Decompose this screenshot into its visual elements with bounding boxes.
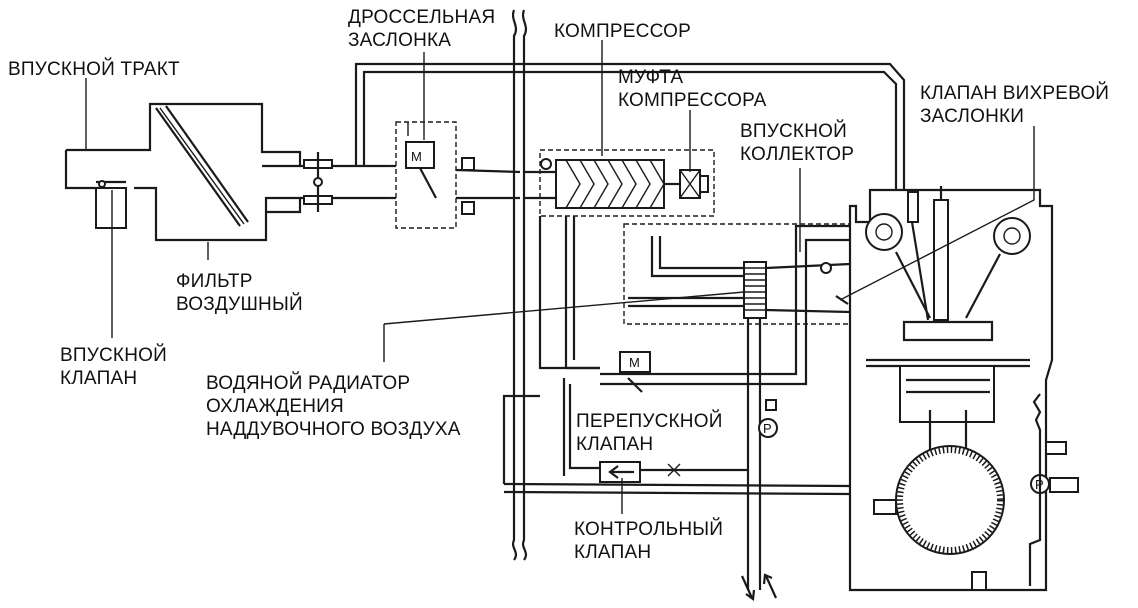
valves-and-injector (895, 186, 1001, 342)
coolant-flow-arrows (740, 573, 778, 601)
air-filter-element (155, 105, 249, 227)
engine-block (848, 188, 1054, 592)
svg-text:P: P (763, 421, 772, 436)
label-bypass-valve: ПЕРЕПУСКНОЙ КЛАПАН (576, 411, 723, 455)
top-bypass-pipe (354, 62, 906, 190)
label-intake-manifold: ВПУСКНОЙ КОЛЛЕКТОР (740, 121, 855, 165)
pressure-sensor-1: P (758, 399, 778, 438)
intake-cam (865, 213, 903, 251)
bypass-motor-symbol: M (629, 355, 640, 370)
intake-tract-housing (64, 102, 302, 242)
label-check-valve: КОНТРОЛЬНЫЙ КЛАПАН (574, 519, 724, 563)
label-swirl-valve: КЛАПАН ВИХРЕВОЙ ЗАСЛОНКИ (920, 83, 1110, 127)
throttle-body: M (388, 121, 521, 229)
label-air-filter: ФИЛЬТР ВОЗДУШНЫЙ (176, 271, 303, 315)
intercooler-core (743, 261, 767, 590)
check-valve (502, 394, 851, 496)
intake-duct (300, 152, 388, 212)
label-throttle: ДРОССЕЛЬНАЯ ЗАСЛОНКА (348, 7, 496, 51)
label-intercooler: ВОДЯНОЙ РАДИАТОР ОХЛАЖДЕНИЯ НАДДУВОЧНОГО… (206, 373, 461, 440)
compressor-unit (524, 149, 715, 217)
label-intake-valve: ВПУСКНОЙ КЛАПАН (60, 345, 167, 389)
pipe-break-marks (511, 9, 528, 561)
crankshaft-wheel (873, 445, 1005, 591)
bypass-valve: M (538, 216, 850, 476)
throttle-motor-symbol: M (411, 149, 422, 164)
intake-manifold (564, 216, 851, 368)
label-compressor-clutch: МУФТА КОМПРЕССОРА (618, 67, 767, 111)
compressor-clutch (679, 169, 709, 199)
intake-valve-body (95, 180, 127, 229)
pressure-sensor-2: P (1028, 393, 1079, 586)
leader-lines (85, 40, 1035, 514)
label-compressor: КОМПРЕССОР (554, 21, 691, 42)
exhaust-cam (993, 217, 1031, 255)
label-intake-tract: ВПУСКНОЙ ТРАКТ (8, 59, 180, 80)
